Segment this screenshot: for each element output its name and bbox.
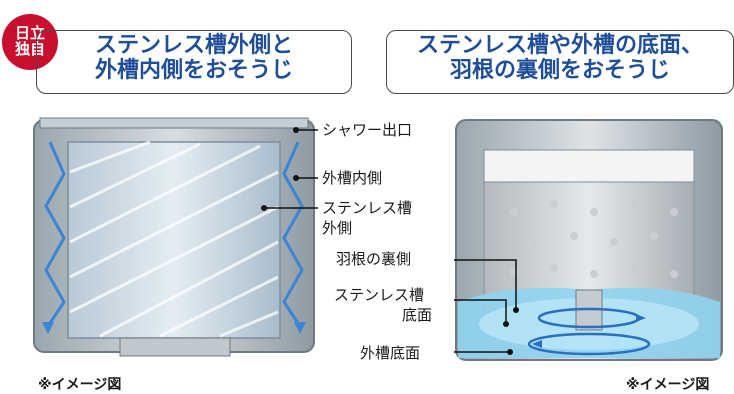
- left-image-note: ※イメージ図: [38, 377, 122, 393]
- label-shower-outlet: シャワー出口: [322, 121, 413, 139]
- right-title-line1: ステンレス槽や外槽の底面、: [416, 33, 703, 58]
- left-tub-illustration: [33, 117, 318, 357]
- left-title-line2: 外槽内側をおそうじ: [94, 58, 293, 84]
- badge-line2: 独自: [14, 40, 45, 58]
- right-panel-title: ステンレス槽や外槽の底面、 羽根の裏側をおそうじ: [386, 30, 734, 94]
- label-outer-tub-bottom: 外槽底面: [360, 344, 421, 362]
- label-stainless-tub-outer-2: 外側: [322, 219, 353, 237]
- label-stainless-tub-outer-1: ステンレス槽: [322, 199, 413, 217]
- left-panel-title: ステンレス槽外側と 外槽内側をおそうじ: [36, 30, 352, 94]
- left-title-line1: ステンレス槽外側と: [94, 33, 293, 58]
- label-outer-tub-inner: 外槽内側: [322, 169, 383, 187]
- right-title-line2: 羽根の裏側をおそうじ: [449, 58, 670, 84]
- label-impeller-back: 羽根の裏側: [336, 250, 412, 268]
- right-image-note: ※イメージ図: [626, 377, 710, 393]
- label-stainless-bottom-2: 底面: [402, 306, 433, 324]
- right-tub-illustration: [454, 119, 723, 361]
- label-stainless-bottom-1: ステンレス槽: [334, 286, 425, 304]
